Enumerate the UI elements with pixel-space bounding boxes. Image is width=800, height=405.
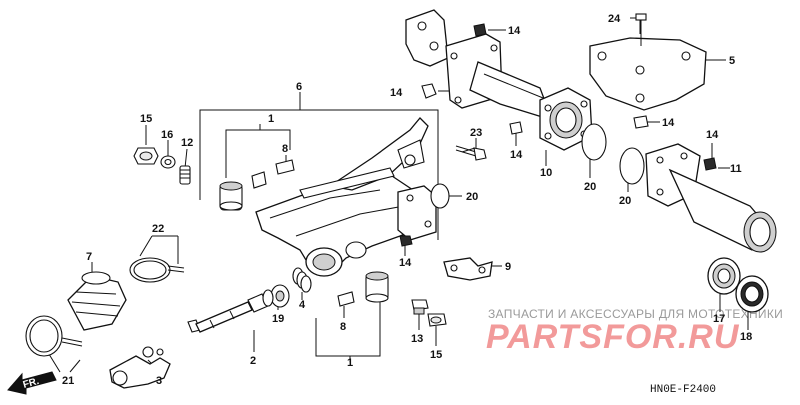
callout-1-top: 1 [268,113,274,125]
part-1-bushing-top [219,181,243,211]
callout-6: 6 [296,81,302,93]
part-22-band-clamp [129,257,185,283]
callout-3: 3 [156,375,162,387]
callout-11: 11 [730,163,742,175]
callout-14-b: 14 [390,87,403,99]
callout-14-e: 14 [706,129,719,141]
part-8-plate-bottom [337,291,355,307]
callout-20-c: 20 [619,195,631,207]
callout-19: 19 [272,313,284,325]
callout-16: 16 [161,129,173,141]
bracket-group-1-top [225,124,291,178]
bracket-group-1-bottom [315,300,381,362]
part-18-oil-seal [735,275,769,313]
watermark-caption: ЗАПЧАСТИ И АКСЕССУАРЫ ДЛЯ МОТОТЕХНИКИ [488,307,783,321]
part-13-bolt [411,299,429,315]
part-10-axle-housing [405,9,593,151]
part-11-axle-tube [645,143,777,253]
part-23-bolt [455,145,487,161]
part-16-washer [160,155,176,169]
callout-17: 17 [713,313,725,325]
part-5-plate [589,37,707,111]
callout-23: 23 [470,127,482,139]
part-20-oring-c [619,147,645,185]
part-14-nut-swingarm [399,235,413,247]
part-14-nut-axle [703,157,717,171]
callout-1-bottom: 1 [347,357,353,369]
part-7-boot [67,271,127,331]
part-24-bolt [635,13,647,46]
callout-21: 21 [62,375,74,387]
part-19-seal-bore [275,290,285,302]
callout-20-b: 20 [584,181,596,193]
callout-15-bottom: 15 [430,349,442,361]
part-3-universal-joint [109,346,171,389]
part-9-bracket [443,257,493,281]
watermark-logo-text: PARTSFOR.RU [486,318,740,356]
bracket-group-22 [139,235,179,264]
callout-15-top: 15 [140,113,152,125]
callout-12: 12 [181,137,193,149]
part-14-nut-housing-top [473,23,487,37]
callout-14-c: 14 [510,149,523,161]
callout-14-f: 14 [399,257,412,269]
part-8-plate-top [251,159,295,189]
part-12-stud [179,165,191,185]
callout-8-bottom: 8 [340,321,346,333]
callout-10: 10 [540,167,552,179]
bracket-group-6 [199,92,439,240]
callout-2: 2 [250,355,256,367]
part-21-band-clamp [25,315,83,357]
part-14-nut-housing-center [509,121,523,135]
callout-22: 22 [152,223,164,235]
callout-labels: 1 1 2 3 4 5 6 7 8 8 9 10 11 12 13 14 14 … [62,13,752,387]
part-17-bearing [707,257,741,295]
part-2-propeller-shaft [187,289,274,333]
callout-8-top: 8 [282,143,288,155]
part-6-swingarm [255,117,437,277]
front-direction-arrow: FR. [7,371,57,395]
part-1-bushing-bottom [365,271,389,303]
part-15-cap-nut [133,147,159,165]
callout-24: 24 [608,13,621,25]
front-direction-label: FR. [22,376,41,391]
part-20-oring-b [581,123,607,161]
part-14-nut-plate [633,115,649,129]
diagram-code: HN0E-F2400 [650,384,716,396]
callout-7: 7 [86,251,92,263]
callout-4: 4 [299,299,306,311]
part-14-nut-housing-left [421,83,437,99]
part-15-cap-nut-bottom [427,313,447,327]
callout-13: 13 [411,333,423,345]
part-4-spring [292,267,312,293]
callout-18: 18 [740,331,752,343]
callout-20-a: 20 [466,191,478,203]
callout-14-a: 14 [508,25,521,37]
part-20-oring-a [430,183,450,209]
callout-14-d: 14 [662,117,675,129]
callout-9: 9 [505,261,511,273]
callout-5: 5 [729,55,735,67]
